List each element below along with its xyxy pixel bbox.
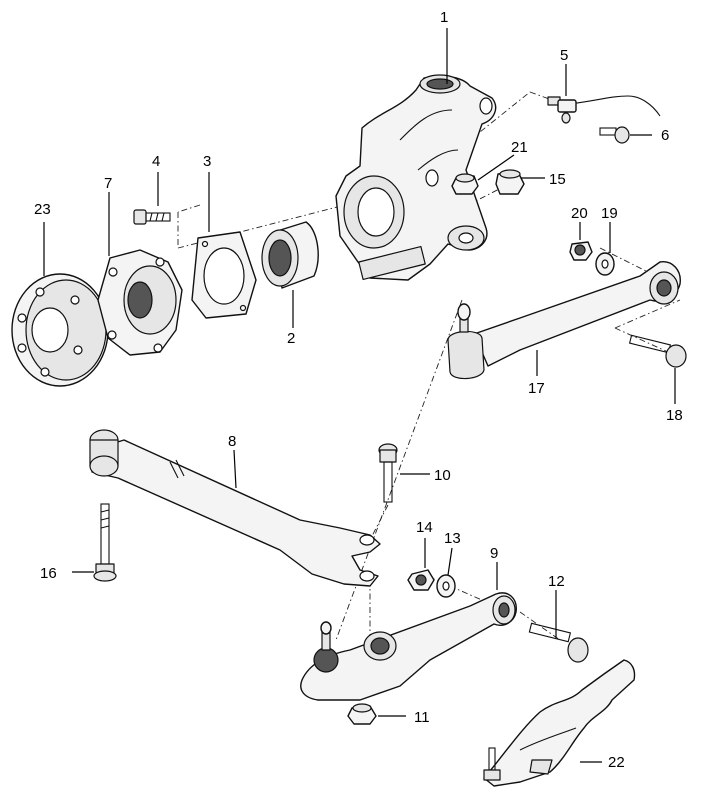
- callout-13: 13: [444, 530, 461, 547]
- callout-5: 5: [560, 47, 568, 64]
- callout-2: 2: [287, 330, 295, 347]
- arm-bolt: [378, 443, 398, 503]
- dust-shield-plate: [191, 231, 257, 319]
- bushing-nut: [569, 241, 593, 261]
- arm-washer: [436, 574, 456, 598]
- callout-8: 8: [228, 433, 236, 450]
- collar-nut: [495, 169, 525, 195]
- callout-20: 20: [571, 205, 588, 222]
- leader-lines: [43, 28, 676, 763]
- brake-disc: [11, 273, 109, 387]
- link-bolt: [628, 334, 687, 368]
- stone-guard-bracket: [483, 659, 636, 787]
- control-arm-bolt: [528, 622, 589, 663]
- callout-18: 18: [666, 407, 683, 424]
- callout-11: 11: [414, 709, 430, 726]
- callout-7: 7: [104, 175, 112, 192]
- callout-10: 10: [434, 467, 451, 484]
- knuckle-nut: [451, 173, 479, 195]
- callout-12: 12: [548, 573, 565, 590]
- sensor-bolt: [599, 126, 630, 144]
- callout-22: 22: [608, 754, 625, 771]
- wheel-hub: [97, 249, 183, 356]
- callout-16: 16: [40, 565, 57, 582]
- callout-23: 23: [34, 201, 51, 218]
- toe-link-arm: [447, 261, 681, 380]
- callout-3: 3: [203, 153, 211, 170]
- callout-labels: 1 2 3 4 5 6 7 8 9 10 11 12 13 14 15 16 1…: [34, 9, 683, 771]
- callout-9: 9: [490, 545, 498, 562]
- callout-4: 4: [152, 153, 160, 170]
- bushing-washer: [595, 252, 615, 276]
- trailing-arm-bolt: [93, 503, 117, 582]
- callout-15: 15: [549, 171, 566, 188]
- callout-17: 17: [528, 380, 545, 397]
- arm-nut: [407, 569, 435, 591]
- callout-6: 6: [661, 127, 669, 144]
- callout-14: 14: [416, 519, 433, 536]
- hub-bolt: [133, 209, 171, 225]
- lower-control-arm: [300, 592, 517, 701]
- trailing-arm: [89, 429, 381, 587]
- wheel-bearing: [261, 221, 319, 289]
- callout-1: 1: [440, 9, 448, 26]
- callout-21: 21: [511, 139, 528, 156]
- callout-19: 19: [601, 205, 618, 222]
- wheel-carrier-knuckle: [335, 74, 497, 281]
- abs-sensor: [547, 95, 661, 124]
- ball-joint-nut: [347, 703, 377, 725]
